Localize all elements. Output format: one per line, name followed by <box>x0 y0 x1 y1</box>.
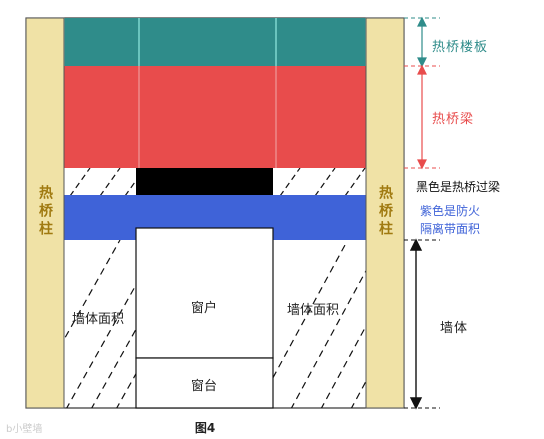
window <box>135 227 274 359</box>
floor-slab-label: 热桥楼板 <box>432 40 488 55</box>
wall-area-left-label: 墙体面积 <box>72 312 124 327</box>
beam-dimension-arrow <box>417 64 427 170</box>
wall-area-right-label: 墙体面积 <box>287 303 339 318</box>
floor-slab <box>64 18 366 66</box>
column-right-label: 热桥柱 <box>377 184 393 239</box>
lintel <box>136 168 273 195</box>
guide-lines-black <box>404 239 440 409</box>
firebreak-label-line1: 紫色是防火 <box>420 203 480 218</box>
strip-hatch-left <box>69 168 136 195</box>
wall-dimension-arrow <box>409 238 423 410</box>
firebreak-side-right <box>273 228 366 240</box>
strip-hatch-right <box>279 168 366 195</box>
window-sill <box>135 357 274 409</box>
firebreak-side-left <box>64 228 136 240</box>
watermark: b小壁墙 <box>6 422 42 435</box>
wall-label: 墙体 <box>440 321 468 336</box>
column-left-label: 热桥柱 <box>37 184 53 239</box>
lintel-label: 黑色是热桥过梁 <box>416 179 500 194</box>
beam-dividers <box>138 66 277 168</box>
column-left <box>25 17 65 409</box>
slab-dimension-arrow <box>417 16 427 68</box>
sill-label: 窗台 <box>191 378 217 394</box>
firebreak-strip <box>64 195 366 228</box>
wall-hatch-left <box>64 240 136 408</box>
figure-caption: 图4 <box>195 421 215 435</box>
wall-hatch-right <box>273 244 366 408</box>
column-right <box>365 17 405 409</box>
window-label: 窗户 <box>191 300 217 316</box>
beam <box>64 66 366 168</box>
firebreak-label-line2: 隔离带面积 <box>420 221 480 236</box>
beam-label: 热桥梁 <box>432 112 474 127</box>
